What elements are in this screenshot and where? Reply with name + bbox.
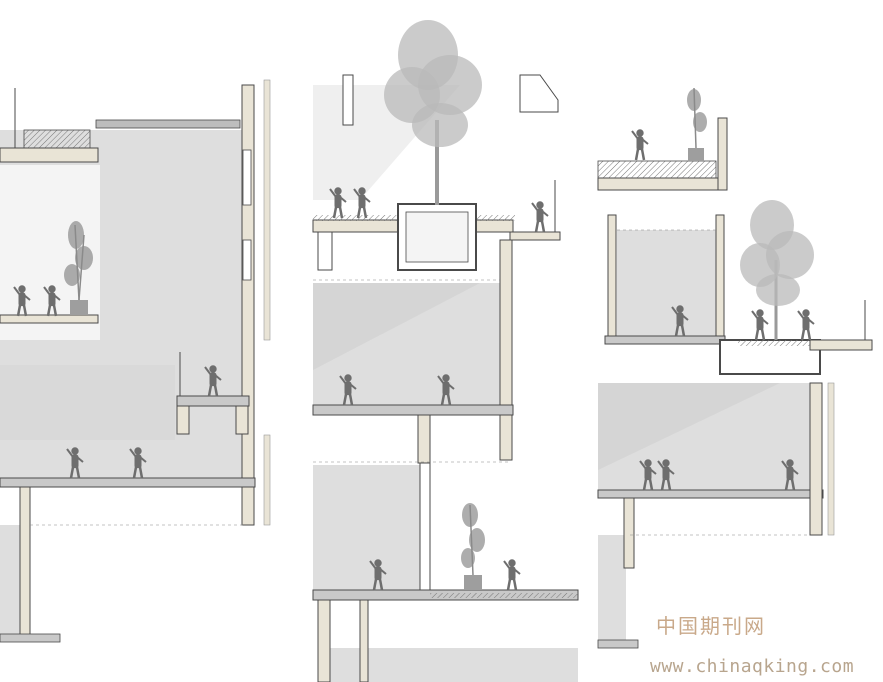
planter-bed xyxy=(738,340,870,346)
person-figure xyxy=(751,309,769,341)
tree-planter-soil xyxy=(405,211,469,263)
person-figure xyxy=(339,374,357,406)
bamboo-plant xyxy=(687,87,707,161)
wall xyxy=(715,214,725,338)
bridge-support xyxy=(235,405,249,435)
wall xyxy=(419,462,431,592)
section-panel-2 xyxy=(312,20,579,682)
interior-space-lower xyxy=(0,525,22,635)
facade-panel xyxy=(827,382,835,536)
floor-slab xyxy=(604,335,726,345)
person-figure xyxy=(13,285,31,317)
planter-bed xyxy=(430,593,578,598)
window-frame xyxy=(242,239,252,281)
person-figure xyxy=(369,559,387,591)
roof-edge xyxy=(95,119,241,129)
person-figure xyxy=(797,309,815,341)
terrace-slab xyxy=(0,147,99,163)
person-figure xyxy=(204,365,222,397)
facade-panel xyxy=(263,79,271,341)
column xyxy=(417,414,431,464)
column xyxy=(499,414,513,461)
edge-slab xyxy=(509,231,561,241)
bamboo-plant xyxy=(64,221,93,315)
interior-space-upper xyxy=(617,230,720,338)
edge-slab xyxy=(809,339,873,351)
column xyxy=(359,599,369,682)
person-figure xyxy=(531,201,549,233)
bridge-support xyxy=(176,405,190,435)
section-panel-3 xyxy=(597,87,873,649)
person-figure xyxy=(671,305,689,337)
person-figure xyxy=(657,459,675,491)
balcony-slab xyxy=(0,314,99,324)
person-figure xyxy=(639,459,657,491)
wall xyxy=(717,117,728,191)
planter-bed xyxy=(23,129,91,149)
window-frame xyxy=(242,149,252,206)
section-panel-1 xyxy=(0,79,271,643)
ground-slab xyxy=(597,639,639,649)
person-figure xyxy=(353,187,371,219)
wall xyxy=(809,382,823,536)
facade-panel xyxy=(263,434,271,526)
person-figure xyxy=(329,187,347,219)
skylight-frame xyxy=(519,74,559,113)
interior-space-lower xyxy=(313,465,428,590)
interior-space-base xyxy=(330,648,578,682)
bamboo-plant xyxy=(461,503,485,590)
interior-space-lower xyxy=(598,535,626,645)
light-shadow xyxy=(598,383,780,470)
column xyxy=(623,497,635,569)
person-figure xyxy=(503,559,521,591)
wall xyxy=(499,239,513,409)
light-shadow xyxy=(313,283,480,370)
tree xyxy=(384,20,482,205)
planter-bed xyxy=(597,160,717,179)
person-figure xyxy=(437,374,455,406)
column xyxy=(19,486,31,638)
person-figure xyxy=(129,447,147,479)
people-silhouettes xyxy=(13,129,815,591)
ground-slab xyxy=(0,633,61,643)
person-figure xyxy=(43,285,61,317)
planter-bed xyxy=(475,215,515,221)
light-shadow xyxy=(0,365,175,440)
floor-slab xyxy=(312,404,514,416)
wall xyxy=(607,214,617,341)
column xyxy=(317,599,331,682)
watermark-url: www.chinaqking.com xyxy=(650,656,855,677)
tree xyxy=(740,200,814,340)
skylight-frame xyxy=(342,74,354,126)
floor-slab xyxy=(0,477,256,488)
person-figure xyxy=(781,459,799,491)
person-figure xyxy=(66,447,84,479)
wall-stub xyxy=(317,231,333,271)
bridge-slab xyxy=(176,395,250,407)
watermark-title: 中国期刊网 xyxy=(656,614,766,638)
roof-slab xyxy=(597,177,719,191)
planter-bed xyxy=(313,215,398,221)
floor-slab xyxy=(597,489,824,499)
person-figure xyxy=(631,129,649,161)
